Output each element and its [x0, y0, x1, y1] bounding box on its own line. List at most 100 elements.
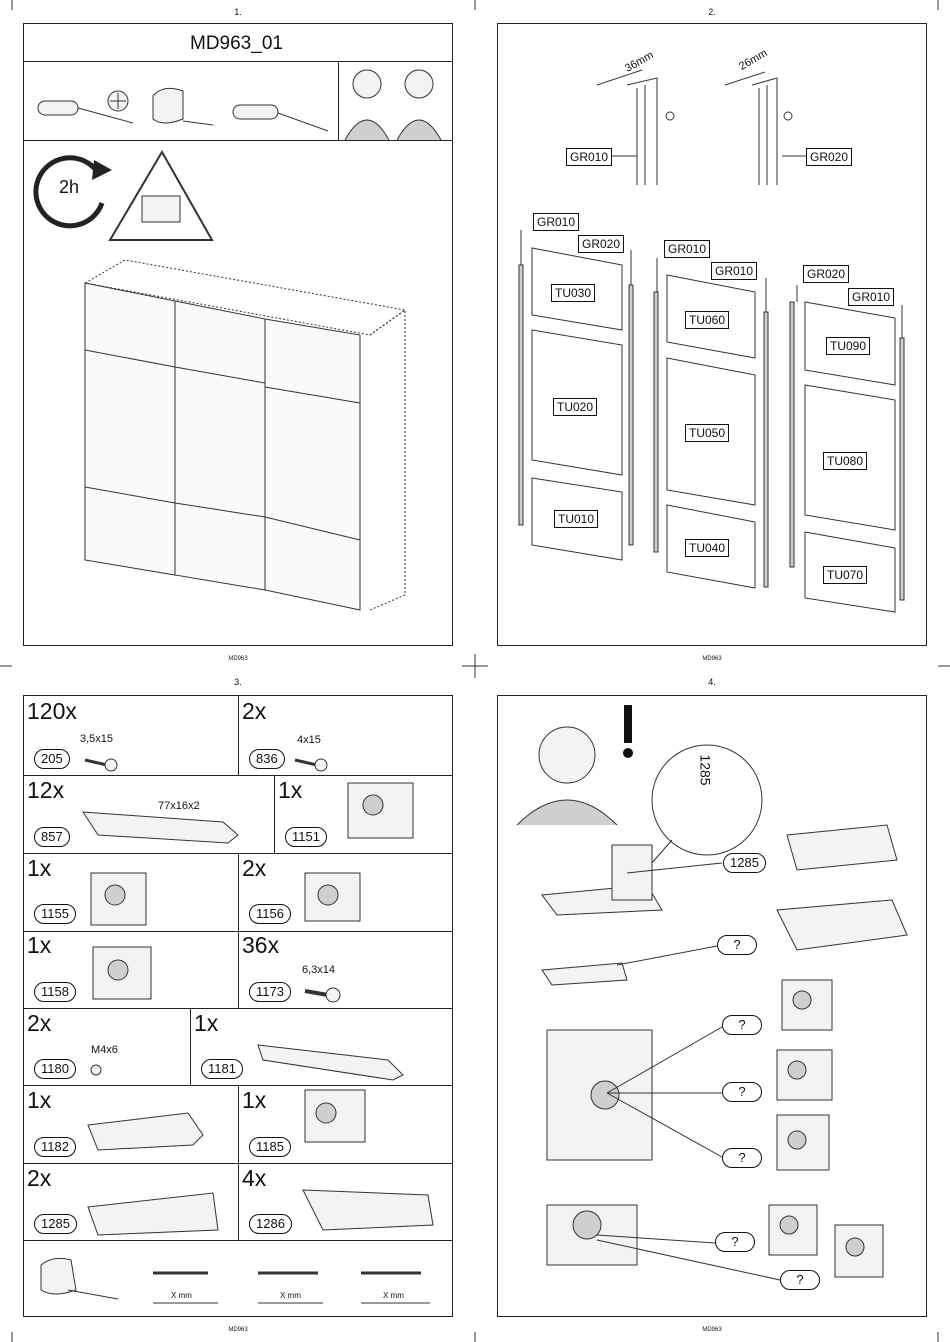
verification-illustration [516, 705, 908, 1281]
part-857-code: 857 [34, 827, 70, 847]
divider [274, 775, 275, 853]
part-1286-code: 1286 [249, 1214, 292, 1234]
part-857-qty: 12x [27, 777, 65, 803]
wardrobe-illustration [83, 259, 407, 611]
page-number-4: 4. [708, 677, 716, 687]
part-1180-code: 1180 [34, 1059, 76, 1079]
part-836-code: 836 [249, 749, 285, 769]
part-1285-qty: 2x [27, 1165, 52, 1191]
footer-2: MD963 [702, 656, 722, 662]
panel-4-frame [497, 695, 927, 1317]
roller-bracket-icon [304, 872, 361, 922]
part-1182-qty: 1x [27, 1087, 52, 1113]
roller-bracket-icon [768, 1204, 818, 1256]
bolt-icon [90, 1064, 102, 1076]
divider [23, 1240, 453, 1241]
divider [238, 695, 239, 775]
callout-1285: 1285 [723, 853, 766, 873]
tools-illustration [37, 87, 329, 132]
part-1156-code: 1156 [249, 904, 291, 924]
divider [23, 61, 453, 62]
divider [238, 1085, 239, 1240]
screw-icon [153, 1271, 218, 1304]
track-assembly-icon [776, 899, 908, 951]
part-205-code: 205 [34, 749, 70, 769]
stopper-icon [87, 1112, 204, 1151]
roller-bracket-icon [781, 979, 833, 1031]
part-836-dim: 4x15 [297, 734, 321, 746]
door-3-profile-b: GR010 [848, 288, 895, 306]
divider [190, 1008, 191, 1085]
drill-bit-icon [152, 87, 214, 126]
page-number-2: 2. [708, 7, 716, 17]
part-836-qty: 2x [242, 698, 267, 724]
track-assembly-icon [541, 962, 628, 986]
panel-tu050: TU050 [685, 424, 730, 442]
profile-sections [596, 69, 807, 185]
part-1180-qty: 2x [27, 1010, 52, 1036]
part-1185-code: 1185 [249, 1137, 291, 1157]
screw-icon [84, 758, 118, 772]
roller-bracket-icon [347, 782, 414, 839]
zoom-label: 1285 [697, 754, 714, 786]
track-assembly-icon [302, 1189, 434, 1231]
panel-2-frame [497, 23, 927, 646]
callout-question-6: ? [780, 1270, 820, 1290]
screw-measure-1: X mm [171, 1291, 192, 1300]
screw-icon [361, 1271, 430, 1304]
part-1181-qty: 1x [194, 1010, 219, 1036]
door-1-profile-a: GR010 [533, 213, 580, 231]
part-1155-qty: 1x [27, 855, 52, 881]
panel-tu010: TU010 [554, 510, 599, 528]
part-1182-code: 1182 [34, 1137, 76, 1157]
time-label: 2h [59, 177, 80, 197]
track-assembly-icon [541, 844, 663, 916]
footer-4: MD963 [702, 1327, 722, 1333]
footer-3: MD963 [228, 1327, 248, 1333]
panel-tu070: TU070 [823, 566, 868, 584]
model-title: MD963_01 [190, 33, 283, 54]
part-205-qty: 120x [27, 698, 77, 724]
callout-question-2: ? [722, 1015, 762, 1035]
warning-triangle-icon [108, 150, 214, 241]
panel-tu040: TU040 [685, 539, 730, 557]
divider [23, 1008, 453, 1009]
roller-bracket-icon [776, 1114, 830, 1171]
part-1173-qty: 36x [242, 932, 280, 958]
part-1286-qty: 4x [242, 1165, 267, 1191]
part-1285-code: 1285 [34, 1214, 77, 1234]
callout-question-4: ? [722, 1148, 762, 1168]
part-1185-qty: 1x [242, 1087, 267, 1113]
track-assembly-icon [786, 824, 898, 871]
roller-bracket-icon [90, 872, 147, 926]
part-1158-code: 1158 [34, 982, 76, 1002]
part-1151-qty: 1x [278, 777, 303, 803]
clock-icon [33, 155, 112, 229]
part-857-dim: 77x16x2 [158, 800, 200, 812]
callout-question-5: ? [715, 1232, 755, 1252]
two-persons-icon [344, 69, 442, 141]
part-1155-code: 1155 [34, 904, 76, 924]
screw-measure-2: X mm [280, 1291, 301, 1300]
plate-icon [82, 811, 239, 844]
guide-rail-icon [257, 1044, 404, 1081]
worker-icon [516, 726, 618, 826]
time-and-warning [33, 150, 214, 241]
screw-icon [304, 987, 341, 1003]
divider [23, 775, 453, 776]
page-number-1: 1. [234, 7, 242, 17]
part-1151-code: 1151 [285, 827, 327, 847]
part-205-dim: 3,5x15 [80, 733, 114, 745]
part-1181-code: 1181 [201, 1059, 243, 1079]
footer-1: MD963 [228, 656, 248, 662]
screwdriver-icon [37, 100, 134, 124]
panel-tu030: TU030 [551, 284, 596, 302]
roller-bracket-icon [776, 1049, 833, 1101]
door-1-profile-b: GR020 [578, 235, 625, 253]
roller-bracket-icon [92, 946, 152, 1000]
roller-bracket-icon [304, 1089, 366, 1143]
divider [23, 140, 453, 141]
panel-tu020: TU020 [553, 398, 598, 416]
door-2-profile-a: GR010 [664, 240, 711, 258]
